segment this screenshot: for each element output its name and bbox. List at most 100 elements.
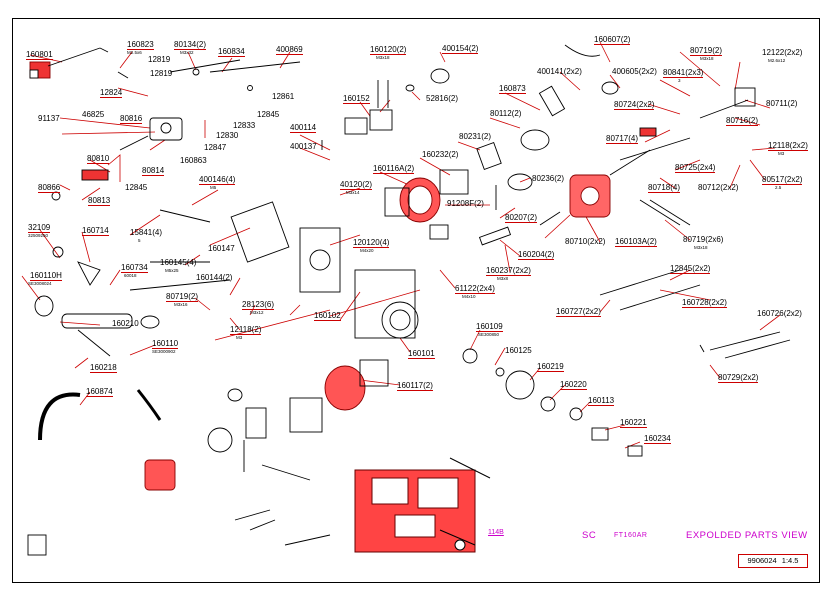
reference-code: 114B: [488, 529, 504, 536]
part-label: 160210: [112, 319, 139, 328]
part-label: 160221: [620, 418, 647, 428]
model-text: FT160AR: [614, 532, 648, 539]
part-label: 160113: [588, 396, 615, 406]
part-label: 120120(4): [353, 238, 390, 248]
part-label: 160218: [90, 363, 117, 373]
part-spec: 60018: [124, 273, 137, 278]
part-label: 12118(2x2): [768, 141, 808, 151]
part-label: 400137: [290, 142, 317, 151]
part-label: 80207(2): [505, 213, 538, 223]
part-label: 160110: [152, 339, 179, 349]
part-label: 12845: [257, 110, 280, 119]
part-label: 12830: [216, 131, 239, 140]
part-label: 52816(2): [426, 94, 459, 103]
part-label: 12861: [272, 92, 295, 101]
part-label: 80729(2x2): [718, 373, 759, 383]
part-label: 80810: [87, 154, 110, 164]
part-spec: M4x10: [462, 294, 476, 299]
part-label: 80112(2): [490, 109, 522, 118]
part-label: 61122(2x4): [455, 284, 495, 294]
part-label: 80719(2x6): [683, 235, 724, 244]
part-label: 160801: [26, 50, 53, 60]
part-label: 80719(2): [166, 292, 199, 302]
part-label: 80866: [38, 183, 61, 193]
drawing-number: 9906024: [747, 556, 777, 565]
part-label: 160607(2): [594, 35, 631, 45]
part-label: 80814: [142, 166, 165, 176]
part-spec: M3x18: [694, 245, 708, 250]
part-spec: SE300850: [478, 332, 500, 337]
drawing-scale: 1:4.5: [781, 556, 799, 565]
part-label: 12847: [204, 143, 227, 152]
part-label: 80841(2x3): [663, 68, 704, 78]
part-label: 80716(2): [726, 116, 759, 126]
part-label: 80813: [88, 196, 111, 206]
part-label: 160204(2): [518, 250, 555, 260]
part-label: 400141(2x2): [537, 67, 582, 76]
drawing-title: EXPOLDED PARTS VIEW: [686, 530, 808, 541]
part-label: 46825: [82, 110, 105, 119]
part-spec: M3x18: [376, 55, 390, 60]
part-label: 160101: [408, 349, 435, 359]
part-label: 80236(2): [532, 174, 565, 183]
part-label: 160237(2x2): [486, 266, 531, 276]
part-label: 12122(2x2): [762, 48, 803, 57]
part-label: 80719(2): [690, 46, 723, 56]
part-label: 160823: [127, 40, 154, 50]
part-label: 12845(2x2): [670, 264, 711, 274]
part-label: 160874: [86, 387, 113, 397]
part-label: 400146(4): [199, 175, 236, 185]
part-label: 160152: [343, 94, 370, 104]
part-label: 160109: [476, 322, 503, 332]
part-label: 160727(2x2): [556, 307, 601, 317]
part-label: 160125: [505, 346, 532, 355]
part-label: 12118(2): [230, 325, 262, 335]
part-spec: 5: [138, 238, 141, 243]
part-label: 80712(2x2): [698, 183, 739, 192]
part-spec: M2.6x12: [768, 58, 786, 63]
part-label: 160144(2): [196, 273, 233, 282]
part-label: 160728(2x2): [682, 298, 727, 308]
part-spec: M3x32: [180, 50, 194, 55]
assembled-engine: [354, 457, 491, 553]
part-label: 12845: [125, 183, 148, 192]
part-label: 80717(4): [606, 134, 639, 144]
part-spec: M3x16: [174, 302, 188, 307]
part-spec: 2.5: [775, 185, 782, 190]
part-label: 160863: [180, 156, 207, 165]
part-label: 28123(6): [242, 300, 275, 310]
part-label: 32109: [28, 223, 51, 233]
part-label: 12833: [233, 121, 256, 130]
part-spec: M4x20: [360, 248, 374, 253]
part-spec: M3x18: [700, 56, 714, 61]
part-label: 12819: [150, 69, 173, 78]
part-label: 160726(2x2): [757, 309, 802, 318]
part-spec: M3: [778, 151, 785, 156]
part-label: 80816: [120, 114, 143, 124]
part-spec: M2.5x6: [127, 50, 142, 55]
part-label: 80718(4): [648, 183, 681, 193]
part-label: 91208F(2): [447, 199, 484, 208]
part-label: 160120(2): [370, 45, 407, 55]
part-label: 160147: [208, 244, 235, 253]
engine-parts: [27, 44, 791, 556]
part-spec: 32509250: [28, 233, 49, 238]
part-label: 400869: [276, 45, 303, 55]
part-label: 80710(2x2): [565, 237, 606, 246]
part-spec: M3: [236, 335, 243, 340]
part-spec: M3x14: [346, 190, 360, 195]
part-label: 160220: [560, 380, 587, 390]
part-label: 80231(2): [459, 132, 492, 141]
part-label: 160873: [499, 84, 526, 94]
drawing-frame: [12, 18, 820, 583]
part-label: 160234: [644, 434, 671, 444]
part-label: 160219: [537, 362, 564, 372]
brand-text: SC: [582, 530, 597, 541]
part-label: 160103A(2): [615, 237, 657, 247]
part-label: 400605(2x2): [612, 67, 657, 76]
part-label: 15841(4): [130, 228, 163, 237]
part-label: 80517(2x2): [762, 175, 803, 185]
part-label: 160734: [121, 263, 148, 273]
part-label: 400114: [290, 123, 317, 133]
